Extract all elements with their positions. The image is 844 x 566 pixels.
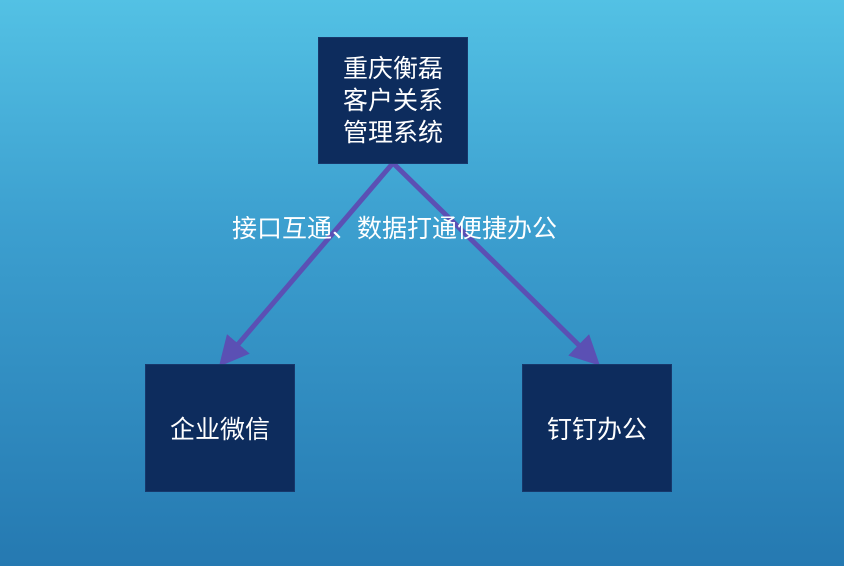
dingtalk-label: 钉钉办公	[546, 415, 647, 444]
crm-system-node: 重庆衡磊 客户关系 管理系统	[318, 37, 468, 164]
wecom-node: 企业微信	[145, 364, 295, 492]
arrow-to-left-node	[218, 161, 395, 367]
dingtalk-node: 钉钉办公	[522, 364, 672, 492]
crm-system-label: 重庆衡磊 客户关系 管理系统	[342, 53, 443, 147]
wecom-label: 企业微信	[169, 415, 270, 444]
edge-caption: 接口互通、数据打通便捷办公	[232, 214, 558, 243]
arrow-to-right-node	[391, 161, 601, 366]
